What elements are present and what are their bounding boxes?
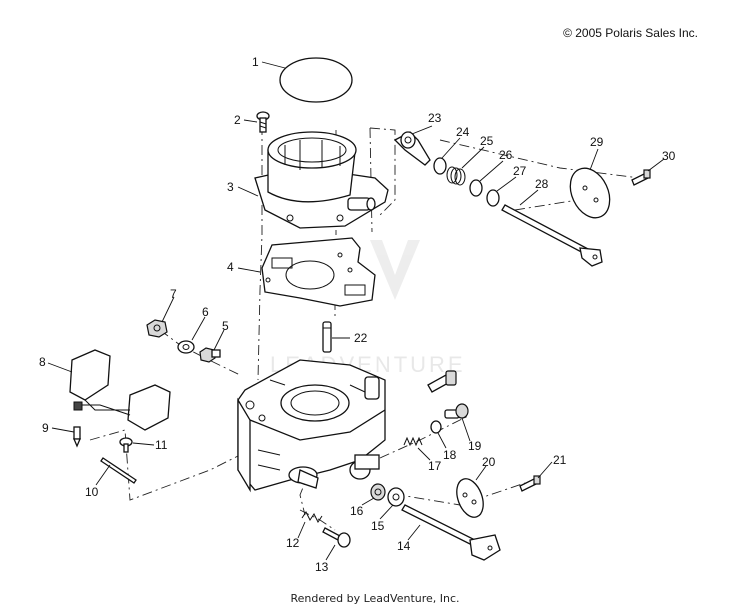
callout-2[interactable]: 2 bbox=[234, 113, 241, 127]
part-21-screw[interactable] bbox=[519, 475, 541, 492]
part-19-screw[interactable] bbox=[444, 403, 469, 419]
callout-4[interactable]: 4 bbox=[227, 260, 234, 274]
part-4-gasket[interactable] bbox=[261, 237, 376, 307]
part-14-throttle-shaft[interactable] bbox=[401, 504, 501, 561]
callout-12[interactable]: 12 bbox=[286, 536, 300, 550]
part-30-screw[interactable] bbox=[631, 169, 651, 186]
callout-13[interactable]: 13 bbox=[315, 560, 329, 574]
part-16-seal[interactable] bbox=[370, 483, 386, 501]
part-22-pin[interactable] bbox=[322, 321, 332, 353]
copyright-notice: © 2005 Polaris Sales Inc. bbox=[563, 26, 698, 40]
part-1-gasket[interactable] bbox=[279, 57, 353, 103]
carburetor-body[interactable] bbox=[237, 359, 386, 493]
part-5-fitting[interactable] bbox=[199, 347, 221, 363]
callout-22[interactable]: 22 bbox=[354, 331, 368, 345]
callout-8[interactable]: 8 bbox=[39, 355, 46, 369]
callout-14[interactable]: 14 bbox=[397, 539, 411, 553]
part-11-screw[interactable] bbox=[119, 437, 133, 453]
part-2-screw[interactable] bbox=[256, 111, 270, 133]
idle-screw[interactable] bbox=[427, 370, 457, 393]
leader-lines bbox=[47, 61, 665, 561]
callout-15[interactable]: 15 bbox=[371, 519, 385, 533]
callout-27[interactable]: 27 bbox=[513, 164, 527, 178]
part-6-washer[interactable] bbox=[177, 340, 195, 354]
part-15-washer[interactable] bbox=[387, 487, 405, 507]
callout-17[interactable]: 17 bbox=[428, 459, 442, 473]
part-7-nut[interactable] bbox=[146, 319, 168, 338]
callout-6[interactable]: 6 bbox=[202, 305, 209, 319]
callout-1[interactable]: 1 bbox=[252, 55, 259, 69]
callout-10[interactable]: 10 bbox=[85, 485, 99, 499]
callout-3[interactable]: 3 bbox=[227, 180, 234, 194]
callout-23[interactable]: 23 bbox=[428, 111, 442, 125]
part-8-float[interactable] bbox=[69, 349, 171, 431]
part-12-spring[interactable] bbox=[301, 511, 323, 523]
callout-7[interactable]: 7 bbox=[170, 287, 177, 301]
part-25-spring[interactable] bbox=[446, 166, 466, 186]
part-24-washer[interactable] bbox=[433, 157, 447, 175]
callout-11[interactable]: 11 bbox=[155, 438, 168, 452]
callout-5[interactable]: 5 bbox=[222, 319, 229, 333]
callout-9[interactable]: 9 bbox=[42, 421, 49, 435]
part-20-throttle-plate[interactable] bbox=[452, 475, 488, 521]
callout-29[interactable]: 29 bbox=[590, 135, 604, 149]
part-17-spring[interactable] bbox=[403, 436, 423, 447]
callout-25[interactable]: 25 bbox=[480, 134, 494, 148]
callout-19[interactable]: 19 bbox=[468, 439, 482, 453]
part-27-washer[interactable] bbox=[486, 189, 500, 207]
callout-24[interactable]: 24 bbox=[456, 125, 470, 139]
callout-26[interactable]: 26 bbox=[499, 148, 513, 162]
callout-20[interactable]: 20 bbox=[482, 455, 496, 469]
callout-16[interactable]: 16 bbox=[350, 504, 364, 518]
callout-28[interactable]: 28 bbox=[535, 177, 549, 191]
part-28-choke-shaft[interactable] bbox=[501, 204, 603, 267]
part-29-choke-plate[interactable] bbox=[563, 162, 618, 224]
part-18-washer[interactable] bbox=[430, 420, 442, 434]
callout-18[interactable]: 18 bbox=[443, 448, 457, 462]
part-3-air-horn[interactable] bbox=[254, 131, 389, 229]
part-23-choke-lever[interactable] bbox=[393, 131, 431, 166]
part-9-needle[interactable] bbox=[73, 426, 81, 448]
callout-30[interactable]: 30 bbox=[662, 149, 676, 163]
part-10-float-pin[interactable] bbox=[100, 457, 137, 484]
footer-credit: Rendered by LeadVenture, Inc. bbox=[290, 592, 460, 605]
part-13-screw[interactable] bbox=[322, 527, 351, 548]
part-26-washer[interactable] bbox=[469, 179, 483, 197]
callout-21[interactable]: 21 bbox=[553, 453, 567, 467]
callout-labels: 1 2 3 4 5 6 7 8 9 10 11 12 13 14 15 16 1… bbox=[39, 55, 676, 574]
